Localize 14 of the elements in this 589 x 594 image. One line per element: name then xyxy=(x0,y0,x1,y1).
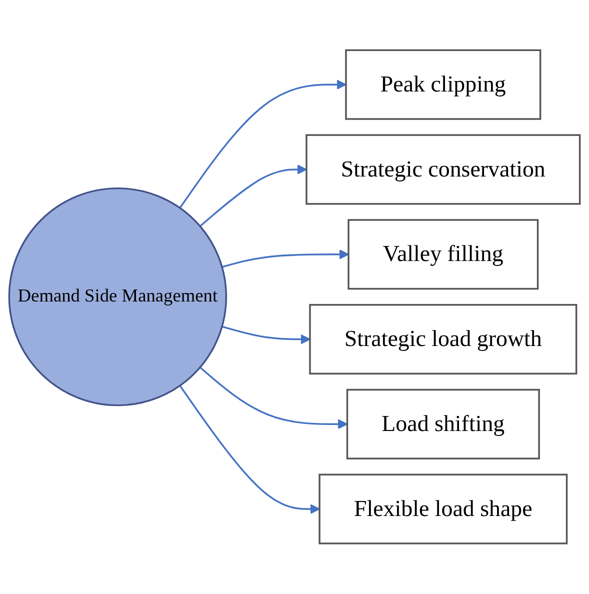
diagram: Demand Side Management Peak clipping Strategic conservation Valley filling Strategic load growth Load shifting Flexible load shape xyxy=(0,41,589,553)
node-box xyxy=(318,474,568,544)
node-box xyxy=(309,304,578,375)
node-box xyxy=(345,50,542,120)
arrow xyxy=(222,326,310,344)
arrow xyxy=(222,250,349,268)
node-box xyxy=(348,219,539,290)
arrow xyxy=(200,164,307,228)
node-circle xyxy=(8,188,228,406)
arrow xyxy=(179,385,320,514)
arrow xyxy=(200,366,348,430)
node-box xyxy=(346,389,540,460)
arrow xyxy=(179,80,346,209)
node-box xyxy=(306,134,581,205)
